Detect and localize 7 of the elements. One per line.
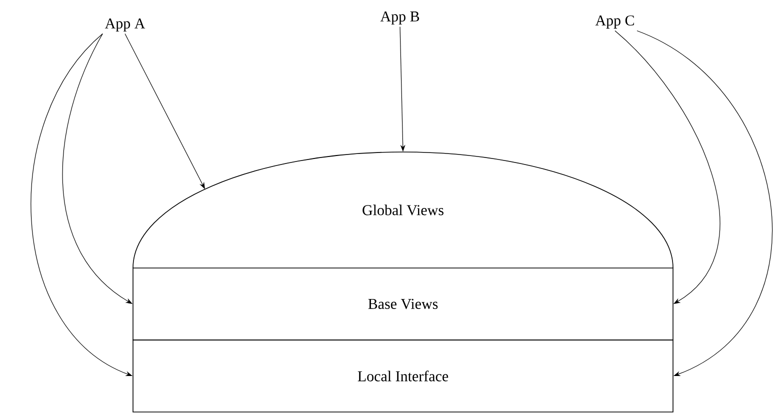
arrow [636,30,772,376]
layer-box: Local Interface [132,340,674,412]
app-label: App C [595,15,634,29]
app-label: App B [380,11,420,25]
app-label: App A [104,18,146,32]
layer-box: Base Views [132,268,674,340]
arrow [614,30,720,304]
